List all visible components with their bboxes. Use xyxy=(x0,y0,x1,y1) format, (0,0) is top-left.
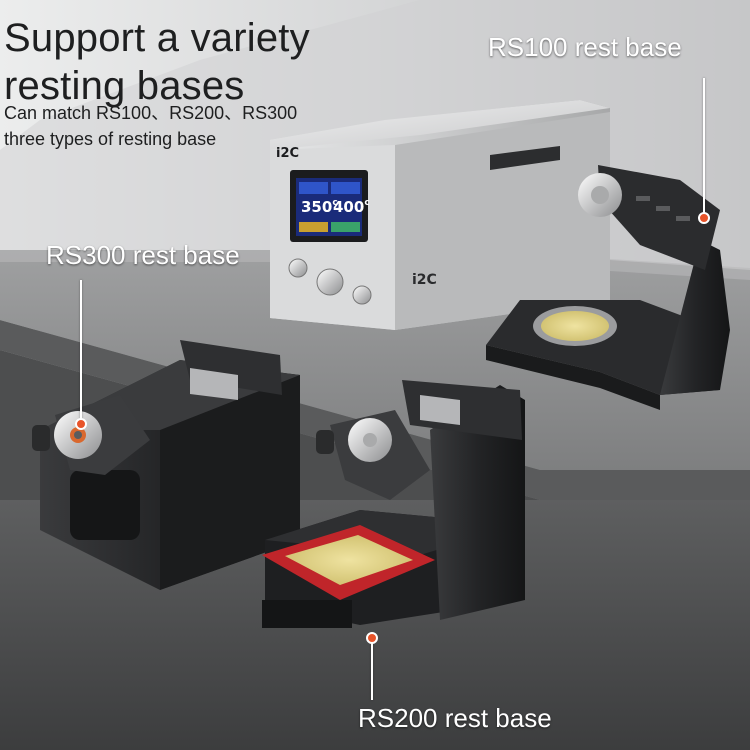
rs300-callout-label: RS300 rest base xyxy=(46,240,240,270)
station-temp-left: 350c xyxy=(301,198,338,216)
rs100-rest-base xyxy=(486,165,730,410)
rs200-callout-line xyxy=(371,642,373,700)
station-temp-left-value: 350 xyxy=(301,198,333,216)
station-temp-right-value: 400 xyxy=(333,198,365,216)
station-temp-left-unit: c xyxy=(332,198,338,208)
station-brand-logo: i2C xyxy=(276,146,300,161)
headline-line-1: Support a variety xyxy=(4,16,310,60)
rs200-rest-base xyxy=(262,380,525,628)
soldering-station xyxy=(270,100,610,330)
station-temp-right: 400c xyxy=(333,198,370,216)
station-model-logo: i2C xyxy=(412,272,437,288)
rs100-callout-label: RS100 rest base xyxy=(488,32,682,62)
subheadline-line-2: three types of resting base xyxy=(4,129,217,149)
rs300-callout-dot xyxy=(75,418,87,430)
headline-line-2: resting bases xyxy=(4,64,245,108)
rs300-callout-line xyxy=(80,280,82,420)
rs200-callout-label: RS200 rest base xyxy=(358,703,552,733)
rs300-rest-base xyxy=(32,340,300,590)
rs100-callout-line xyxy=(703,78,705,214)
subheadline-line-1: Can match RS100、RS200、RS300 xyxy=(4,103,298,123)
rs200-callout-dot xyxy=(366,632,378,644)
rs100-callout-dot xyxy=(698,212,710,224)
subheadline: Can match RS100、RS200、RS300 three types … xyxy=(4,100,297,152)
station-temp-right-unit: c xyxy=(364,198,370,208)
headline: Support a variety resting bases xyxy=(4,14,310,110)
